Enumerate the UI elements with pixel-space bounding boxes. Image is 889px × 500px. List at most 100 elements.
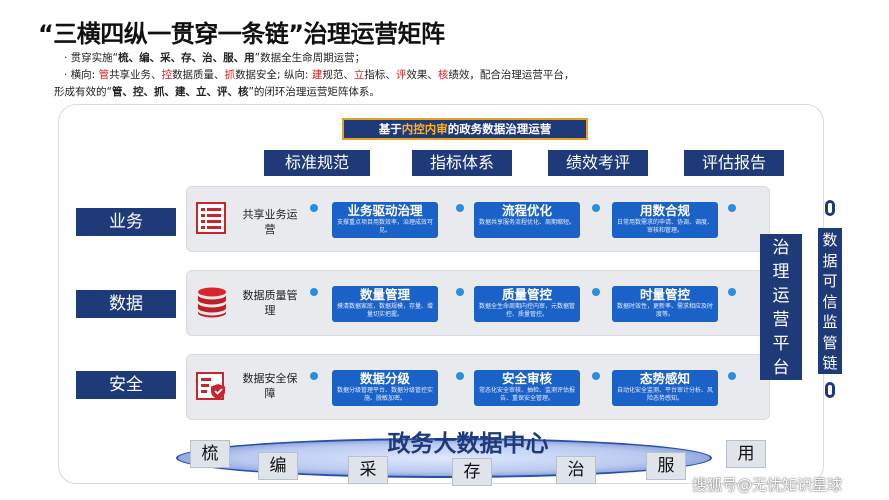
intro-text: 共享业务、: [109, 69, 162, 81]
intro-text: ”数据全生命周期运营；: [254, 52, 366, 64]
connector-dot: [456, 204, 464, 212]
process-step-govern: 治: [556, 456, 596, 484]
trusted-supervision-chain-box: 数 据 可 信 监 管 链: [818, 228, 842, 374]
chain-char: 信: [822, 292, 838, 311]
platform-char: 营: [772, 310, 790, 330]
connector-dot: [592, 288, 600, 296]
process-step-collect: 采: [348, 456, 388, 484]
intro-text: ”的闭环治理运营矩阵体系。: [248, 86, 380, 98]
intro-line-2: · 横向: 管共享业务、控数据质量、抓数据安全; 纵向: 建规范、立指标、评效果…: [64, 67, 574, 82]
connector-dot: [728, 372, 736, 380]
card-title: 用数合规: [639, 203, 690, 218]
card-desc: 数据时效性，更新率、需求相应及时度等。: [616, 303, 713, 318]
connector-dot: [310, 204, 318, 212]
connector-dot: [592, 204, 600, 212]
card-process-optimization: 流程优化 数据共享服务流程优化、周期缩短。: [474, 202, 580, 238]
row-label-data: 数据: [76, 290, 176, 318]
intro-text: · 横向:: [64, 69, 99, 81]
intro-keyword: 抓: [224, 69, 236, 81]
column-header-reports: 评估报告: [684, 150, 784, 176]
process-step-use: 用: [726, 440, 766, 468]
document-list-icon: [196, 202, 226, 238]
subtitle-highlight: 内控内审: [401, 122, 448, 136]
platform-char: 治: [772, 238, 790, 258]
security-shield-icon: [196, 370, 228, 406]
intro-text: 数据安全; 纵向:: [235, 69, 312, 81]
row-desc-business: 共享业务运营: [242, 208, 298, 236]
platform-char: 理: [772, 262, 790, 282]
card-title: 流程优化: [501, 203, 552, 218]
card-security-audit: 安全审核 常态化安全审核、抽检、监测评估报告、重保安全管理。: [474, 370, 580, 406]
row-desc-security: 数据安全保障: [242, 372, 298, 400]
card-data-classification: 数据分级 数据分级管理平台、数据分级管控实施、脱敏加密。: [332, 370, 438, 406]
card-business-driven-governance: 业务驱动治理 支撑重点项目用数效率，治理成效可见。: [332, 202, 438, 238]
card-timeliness-control: 时量管控 数据时效性，更新率、需求相应及时度等。: [612, 286, 718, 322]
card-quantity-management: 数量管理 摸清数据家底，数据规模，存量、增量切实把握。: [332, 286, 438, 322]
process-step-comb: 梳: [190, 440, 230, 468]
intro-keyword: 控: [161, 69, 173, 81]
card-title: 数量管理: [359, 287, 410, 302]
platform-char: 台: [772, 358, 790, 378]
card-desc: 数据共享服务流程优化、周期缩短。: [478, 219, 575, 226]
intro-keyword: 管: [98, 69, 110, 81]
chain-char: 据: [822, 251, 838, 270]
page-title: “三横四纵一贯穿一条链”治理运营矩阵: [38, 20, 445, 48]
intro-bold-text: 管、控、抓、建、立、评、核: [111, 86, 249, 98]
column-header-indicators: 指标体系: [412, 150, 512, 176]
connector-dot: [728, 288, 736, 296]
card-data-compliance: 用数合规 日常用数需求的申请、协调、调度、审核和管理。: [612, 202, 718, 238]
connector-dot: [728, 204, 736, 212]
connector-dot: [310, 372, 318, 380]
intro-text: · 贯穿实施“: [64, 52, 119, 64]
column-header-performance: 绩效考评: [548, 150, 648, 176]
card-desc: 数据全生命周期内控内审，元数据管控、质量管控。: [478, 303, 575, 318]
platform-char: 运: [772, 286, 790, 306]
governance-platform-box: 治 理 运 营 平 台: [760, 234, 802, 380]
card-desc: 数据分级管理平台、数据分级管控实施、脱敏加密。: [336, 387, 433, 402]
row-label-business: 业务: [76, 208, 176, 236]
connector-dot: [310, 288, 318, 296]
intro-keyword: 评: [395, 69, 407, 81]
card-desc: 摸清数据家底，数据规模，存量、增量切实把握。: [336, 303, 433, 318]
intro-line-3: 形成有效的“管、控、抓、建、立、评、核”的闭环治理运营矩阵体系。: [54, 84, 380, 99]
matrix-subtitle: 基于内控内审的政务数据治理运营: [342, 118, 588, 140]
intro-keyword: 核: [437, 69, 449, 81]
card-title: 安全审核: [501, 371, 552, 386]
card-desc: 自动化安全监测、平台审计分析、风险态势感知。: [616, 387, 713, 402]
watermark: 搜狐号@无忧知识星球: [692, 476, 843, 494]
card-desc: 支撑重点项目用数效率，治理成效可见。: [336, 219, 433, 234]
chain-char: 管: [822, 333, 838, 352]
card-quality-control: 质量管控 数据全生命周期内控内审，元数据管控、质量管控。: [474, 286, 580, 322]
platform-char: 平: [772, 334, 790, 354]
row-label-security: 安全: [76, 371, 176, 399]
chain-link-icon: [825, 382, 835, 398]
chain-char: 数: [822, 231, 838, 249]
intro-text: 效果、: [406, 69, 438, 81]
intro-bold-text: 梳、编、采、存、治、服、用: [118, 52, 255, 64]
chain-link-icon: [825, 200, 835, 216]
database-icon: [196, 286, 228, 322]
card-title: 业务驱动治理: [347, 203, 423, 218]
intro-text: 规范、: [322, 69, 354, 81]
intro-text: 指标、: [364, 69, 396, 81]
card-situational-awareness: 态势感知 自动化安全监测、平台审计分析、风险态势感知。: [612, 370, 718, 406]
process-step-store: 存: [452, 458, 492, 486]
intro-text: 形成有效的“: [54, 86, 112, 98]
card-desc: 常态化安全审核、抽检、监测评估报告、重保安全管理。: [478, 387, 575, 402]
intro-line-1: · 贯穿实施“梳、编、采、存、治、服、用”数据全生命周期运营；: [64, 50, 365, 65]
intro-keyword: 建: [311, 69, 323, 81]
connector-dot: [456, 288, 464, 296]
chain-char: 可: [822, 272, 838, 290]
process-step-serve: 服: [646, 452, 686, 480]
chain-char: 监: [822, 313, 838, 331]
card-title: 态势感知: [639, 371, 690, 386]
data-center-label: 政务大数据中心: [387, 431, 549, 457]
intro-keyword: 立: [353, 69, 365, 81]
subtitle-text: 的政务数据治理运营: [447, 122, 552, 136]
intro-text: 绩效，配合治理运营平台，: [448, 69, 575, 81]
chain-char: 链: [822, 354, 838, 372]
subtitle-text: 基于: [378, 122, 402, 136]
intro-text: 数据质量、: [172, 69, 225, 81]
card-desc: 日常用数需求的申请、协调、调度、审核和管理。: [616, 219, 713, 234]
connector-dot: [456, 372, 464, 380]
